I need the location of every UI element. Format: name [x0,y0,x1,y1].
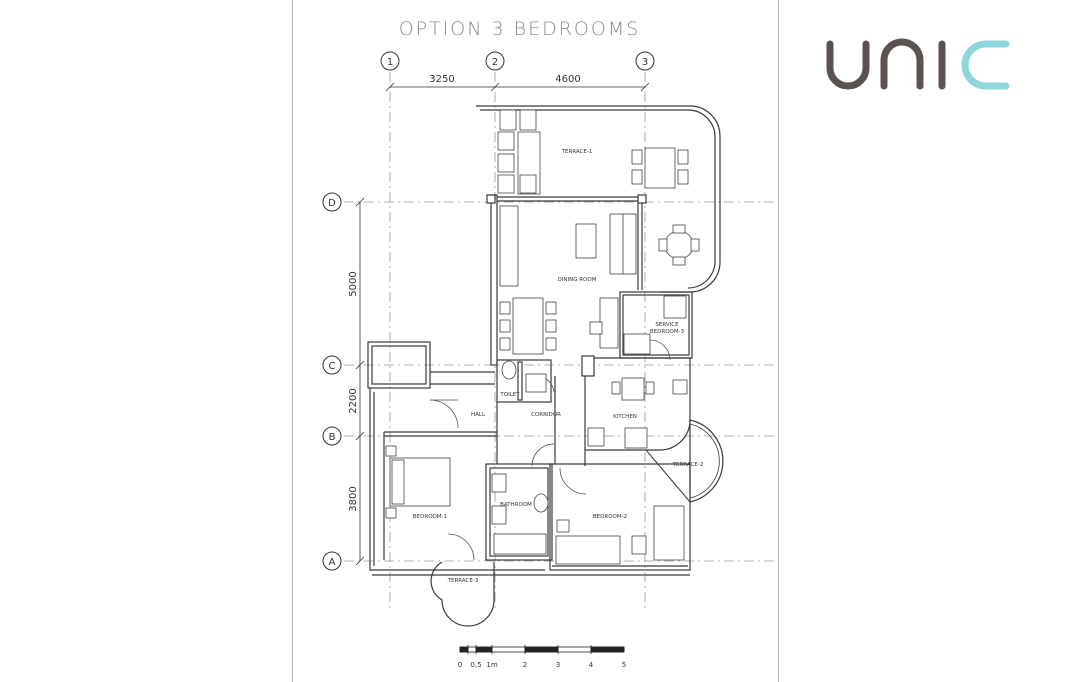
room-label-service: SERVICE [655,322,679,328]
room-label-toilet: TOILET [499,392,520,398]
room-label-terrace-2: TERRACE-2 [672,462,704,468]
dimension-3800: 3800 [348,486,359,511]
grid-column-2: 2 [492,57,498,68]
scale-label-4: 4 [589,661,594,669]
scale-label-1m: 1m [486,661,497,669]
scale-label-0: 0 [458,661,462,669]
terrace-3-outline [430,561,495,627]
room-label-kitchen: KITCHEN [613,414,637,420]
scale-label-0-5: 0,5 [470,661,481,669]
room-label-bedroom-2: BEDROOM-2 [593,514,627,520]
room-label-terrace-1: TERRACE-1 [561,149,593,155]
scale-bar [459,645,625,654]
grid-column-1: 1 [387,57,393,68]
room-label-corridor: CORRIDOR [531,412,561,418]
dimension-3250: 3250 [429,74,454,85]
grid-row-c: C [329,361,336,372]
grid-row-a: A [329,557,336,568]
grid-column-markers: 1 2 3 [380,51,655,71]
plan-title: OPTION 3 BEDROOMS [398,18,641,40]
scale-label-5: 5 [622,661,626,669]
room-label-dining-room: DINING ROOM [558,277,597,283]
terrace-2-outline [689,419,724,503]
dimension-5000: 5000 [348,271,359,296]
dimension-2200: 2200 [348,388,359,413]
door-swings [429,339,671,561]
grid-row-d: D [328,198,336,209]
room-label-service-bedroom-3: BEDROOM-3 [650,329,685,335]
grid-column-3: 3 [642,57,648,68]
room-label-terrace-3: TERRACE-3 [447,578,479,584]
grid-row-b: B [329,432,336,443]
furniture [385,109,700,565]
walls [367,105,721,576]
unic-logo [826,38,1010,90]
scale-label-3: 3 [556,661,560,669]
scale-label-2: 2 [523,661,527,669]
room-label-hall: HALL [471,412,486,418]
grid-row-markers: D C B A [322,192,342,571]
room-label-bedroom-1: BEDROOM-1 [413,514,447,520]
room-label-bathroom: BATHROOM [500,502,532,508]
dimension-4600: 4600 [555,74,580,85]
